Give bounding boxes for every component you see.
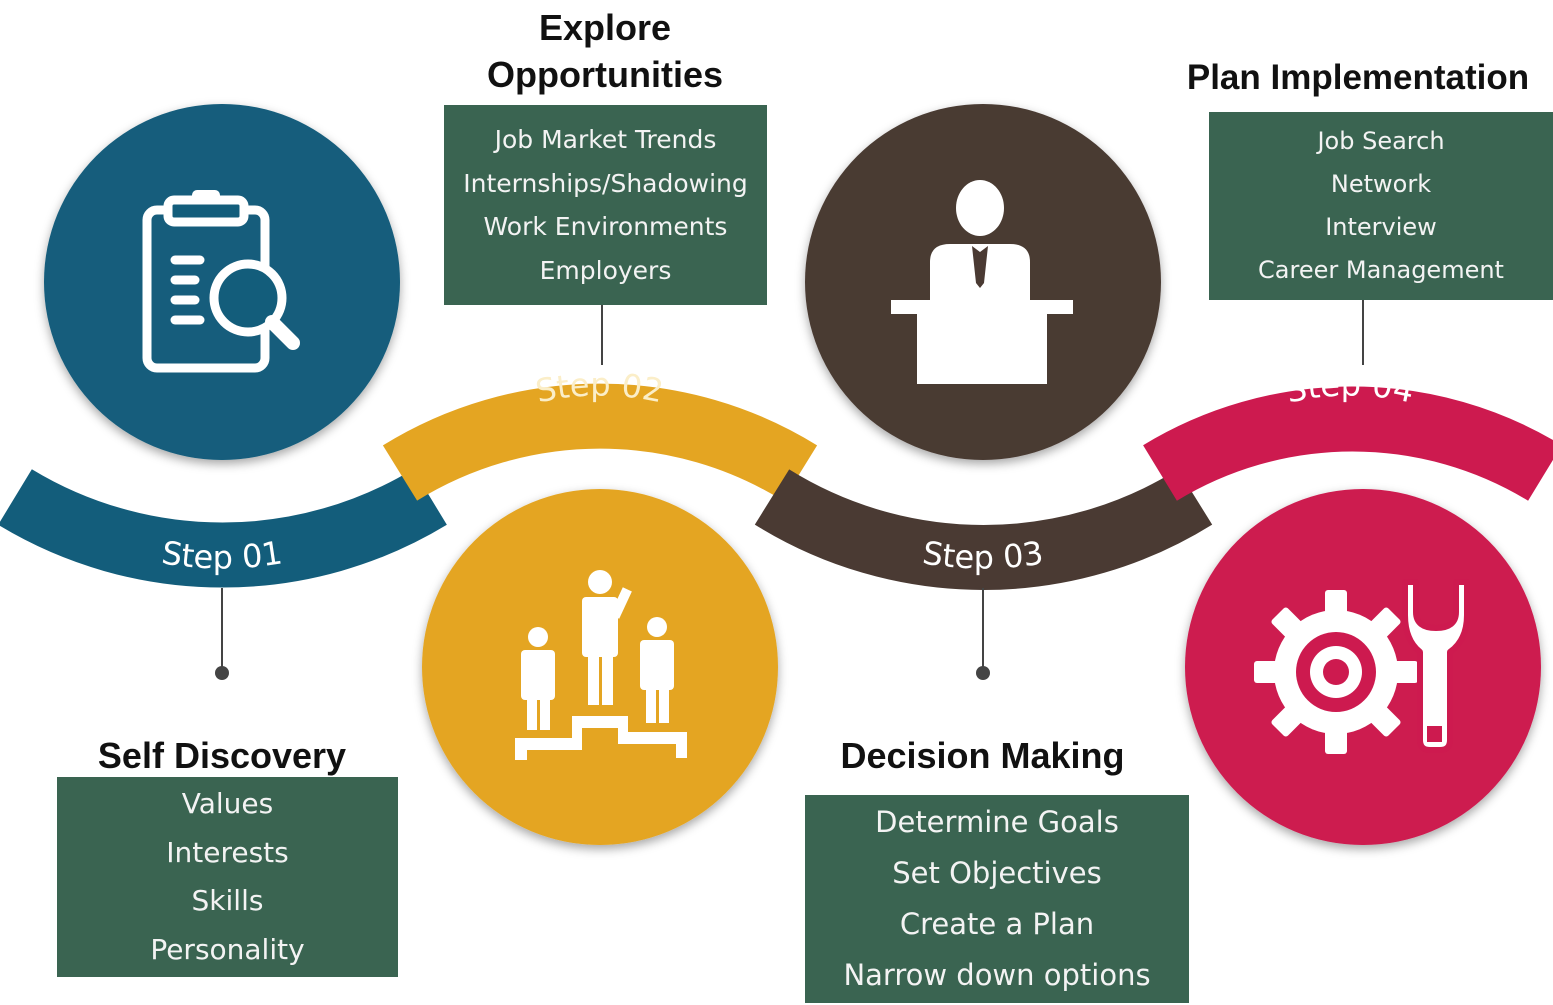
step-01-connector-dot bbox=[215, 666, 229, 680]
step-03-label: Step 03 bbox=[920, 534, 1045, 577]
step-03-item-1: Determine Goals bbox=[875, 805, 1119, 839]
step-02-item-3: Work Environments bbox=[483, 212, 728, 241]
step-04-items-box: Job Search Network Interview Career Mana… bbox=[1209, 112, 1553, 300]
step-01-arc bbox=[0, 469, 447, 588]
step-04-item-3: Interview bbox=[1325, 213, 1437, 241]
step-03-item-4: Narrow down options bbox=[843, 958, 1151, 992]
step-03-arc bbox=[754, 469, 1213, 590]
step-02-item-4: Employers bbox=[539, 255, 672, 285]
step-02-circle bbox=[422, 489, 778, 845]
speaker-lectern-icon bbox=[891, 180, 1073, 384]
step-04-item-2: Network bbox=[1330, 170, 1432, 198]
step-02-item-1: Job Market Trends bbox=[494, 125, 717, 154]
step-03-title: Decision Making bbox=[840, 735, 1125, 776]
svg-text:Step 03: Step 03 bbox=[920, 534, 1045, 577]
step-03-item-2: Set Objectives bbox=[892, 856, 1102, 890]
gear-wrench-icon bbox=[1254, 579, 1470, 754]
step-02-arc bbox=[382, 383, 818, 501]
step-01-item-2: Interests bbox=[166, 835, 289, 869]
step-02-item-2: Internships/Shadowing bbox=[463, 168, 748, 198]
step-01-item-3: Skills bbox=[191, 884, 264, 917]
step-01-label: Step 01 bbox=[159, 533, 284, 576]
svg-text:Step 01: Step 01 bbox=[159, 533, 284, 576]
step-04-item-4: Career Management bbox=[1258, 256, 1504, 284]
step-04-title: Plan Implementation bbox=[1186, 58, 1530, 97]
step-02-title-line-1: Explore bbox=[538, 7, 672, 48]
step-02-title-line-2: Opportunities bbox=[487, 53, 723, 95]
step-04-arc bbox=[1143, 386, 1553, 501]
step-01-title: Self Discovery bbox=[97, 735, 347, 776]
step-03-items-box: Determine Goals Set Objectives Create a … bbox=[805, 795, 1189, 1003]
step-03-item-3: Create a Plan bbox=[899, 907, 1095, 941]
step-01-item-4: Personality bbox=[150, 932, 305, 966]
step-03-connector-dot bbox=[976, 666, 990, 680]
step-04-item-1: Job Search bbox=[1317, 127, 1445, 155]
step-01-item-1: Values bbox=[181, 787, 274, 820]
step-01-items-box: Values Interests Skills Personality bbox=[57, 777, 398, 977]
step-02-title: Explore Opportunities bbox=[440, 5, 770, 99]
people-podium-icon bbox=[515, 570, 687, 760]
step-02-items-box: Job Market Trends Internships/Shadowing … bbox=[444, 105, 767, 305]
clipboard-search-icon bbox=[142, 190, 300, 373]
